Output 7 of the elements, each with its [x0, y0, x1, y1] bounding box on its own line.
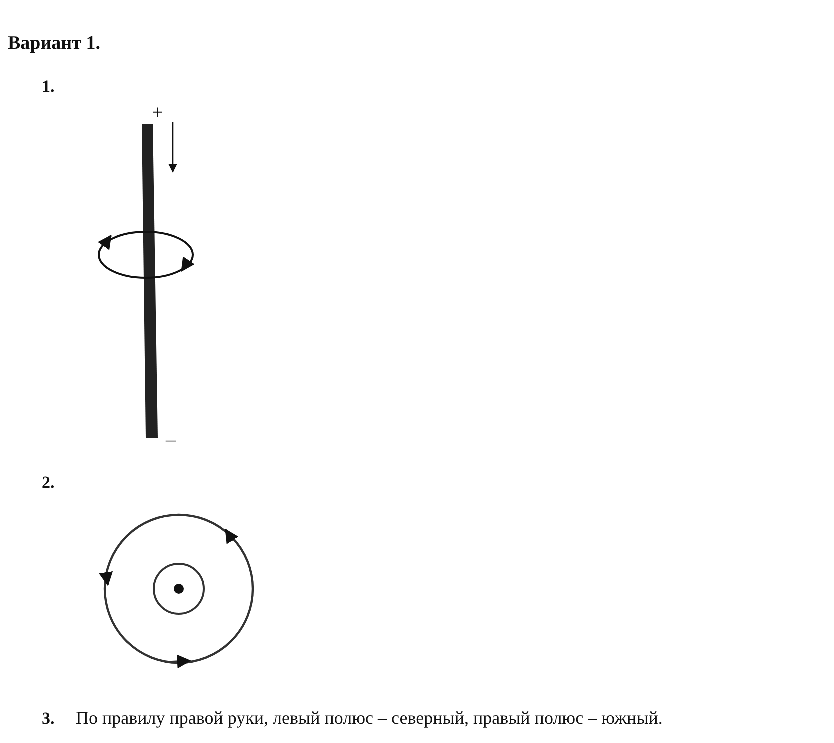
task-number: 3.	[42, 710, 55, 727]
plus-sign: +	[152, 103, 164, 123]
task-number: 1.	[42, 78, 55, 95]
answer-text: По правилу правой руки, левый полюс – северный, правый полюс – южный.	[76, 709, 663, 727]
minus-sign: –	[166, 430, 176, 450]
variant-heading: Вариант 1.	[8, 34, 100, 53]
task-number: 2.	[42, 474, 55, 491]
